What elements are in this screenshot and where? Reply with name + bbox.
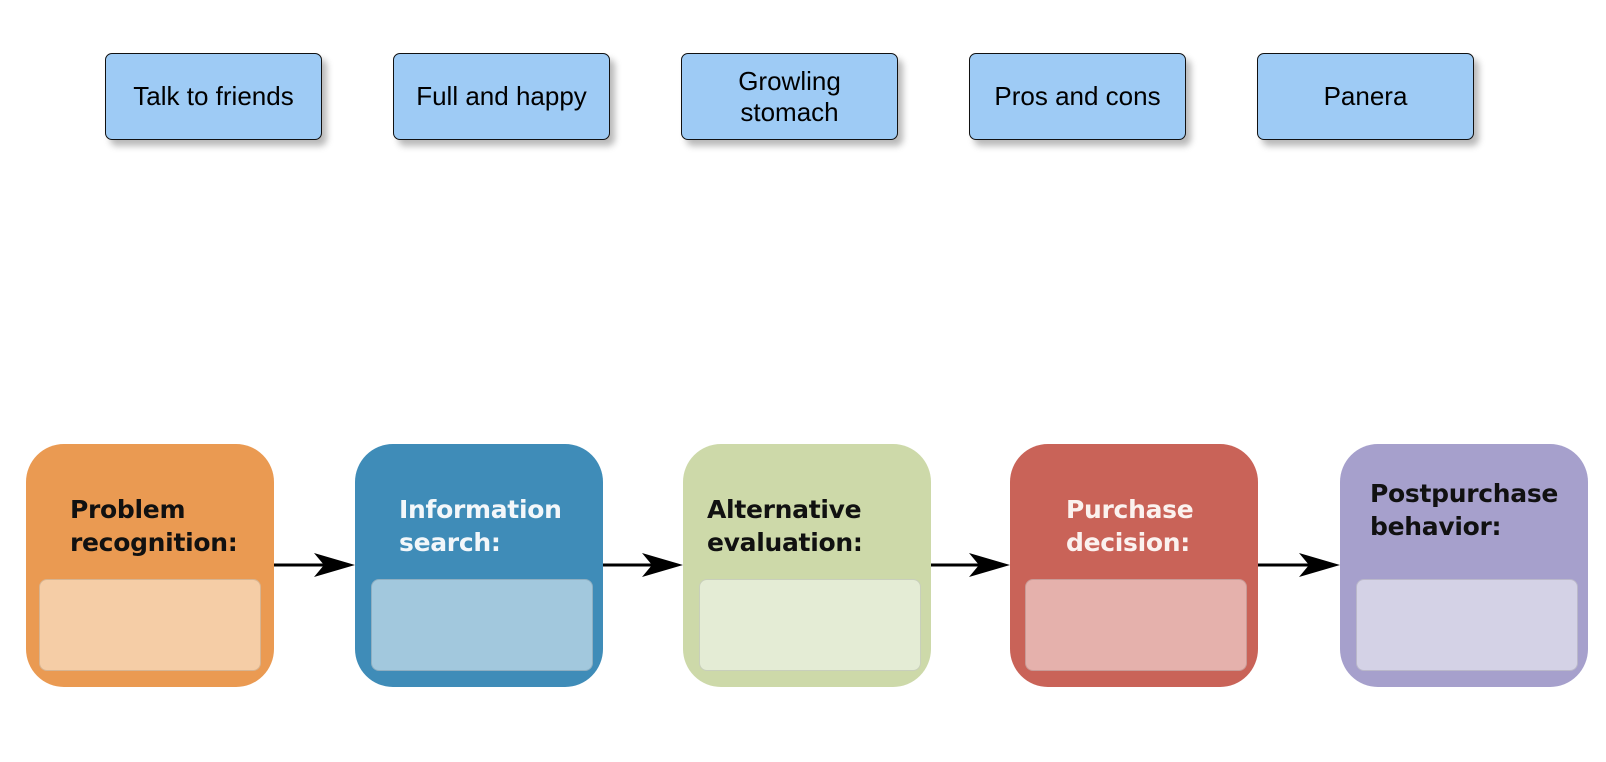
answer-card-panera[interactable]: Panera: [1257, 53, 1474, 140]
arrow-1: [274, 553, 355, 577]
stage-label-purchase-decision: Purchase decision:: [1066, 495, 1194, 557]
answer-card-pros-and-cons[interactable]: Pros and cons: [969, 53, 1186, 140]
drop-zone-alternative-evaluation[interactable]: [699, 579, 921, 671]
arrow-2: [603, 553, 683, 577]
stage-label-postpurchase-behavior: Postpurchase behavior:: [1370, 479, 1559, 541]
stage-alternative-evaluation: Alternative evaluation:: [683, 444, 931, 687]
arrow-3: [931, 553, 1010, 577]
stage-label-information-search: Information search:: [399, 495, 562, 557]
answer-card-talk-to-friends[interactable]: Talk to friends: [105, 53, 322, 140]
answer-card-growling-stomach[interactable]: Growling stomach: [681, 53, 898, 140]
stage-information-search: Information search:: [355, 444, 603, 687]
drop-zone-purchase-decision[interactable]: [1025, 579, 1247, 671]
stage-label-problem-recognition: Problem recognition:: [70, 495, 238, 557]
arrow-4: [1258, 553, 1340, 577]
answer-card-full-and-happy[interactable]: Full and happy: [393, 53, 610, 140]
stage-purchase-decision: Purchase decision:: [1010, 444, 1258, 687]
drop-zone-problem-recognition[interactable]: [39, 579, 261, 671]
drop-zone-information-search[interactable]: [371, 579, 593, 671]
stage-problem-recognition: Problem recognition:: [26, 444, 274, 687]
stage-postpurchase-behavior: Postpurchase behavior:: [1340, 444, 1588, 687]
drop-zone-postpurchase-behavior[interactable]: [1356, 579, 1578, 671]
stage-label-alternative-evaluation: Alternative evaluation:: [707, 495, 863, 557]
